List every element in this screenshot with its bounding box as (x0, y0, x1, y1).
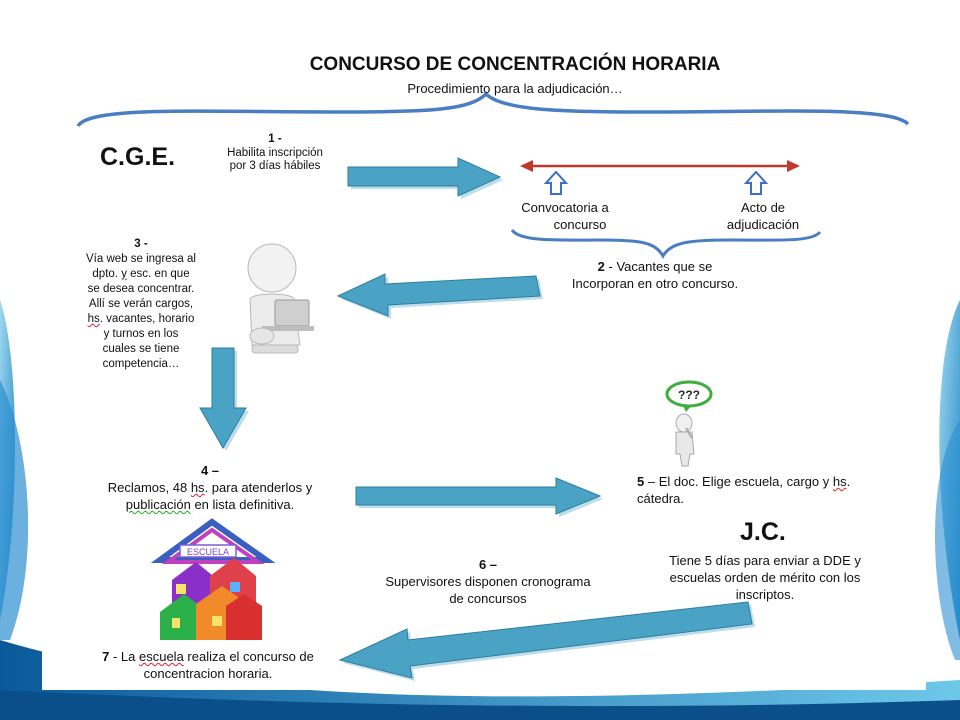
top-brace (76, 91, 910, 128)
jc-text: Tiene 5 días para enviar a DDE y escuela… (669, 553, 861, 602)
step6-text: 6 – Supervisores disponen cronograma de … (350, 556, 626, 607)
step6-number: 6 – (478, 557, 498, 572)
question-marks: ??? (678, 388, 700, 402)
adjudicacion-label: Acto de adjudicación (726, 200, 800, 232)
convocatoria-label: Convocatoria a concurso (521, 200, 609, 232)
arrow-step1-right (347, 157, 503, 199)
step2-text: 2 - Vacantes que se Incorporan en otro c… (571, 259, 739, 291)
step4-number: 4 – (200, 463, 220, 478)
up-arrow-left (543, 170, 569, 195)
step7-number: 7 (102, 649, 110, 664)
timeline-brace (510, 228, 822, 260)
step5-text: 5 – El doc. Elige escuela, cargo y hs. c… (637, 474, 851, 506)
arrow-step3-down (199, 347, 249, 451)
school-house-drawing: ESCUELA (150, 518, 276, 640)
arrow-step7-left (338, 601, 755, 681)
step1-line: por 3 días hábiles (229, 160, 321, 172)
timeline-double-arrow (520, 160, 800, 172)
step1-number: 1 - (268, 133, 282, 145)
step1-text: 1 - Habilita inscripción por 3 días hábi… (210, 133, 340, 174)
house-sign-text: ESCUELA (187, 547, 229, 557)
step7-text: 7 - La escuela realiza el concurso de co… (102, 649, 314, 681)
diagram-title: CONCURSO DE CONCENTRACIÓN HORARIA (309, 54, 721, 75)
diagram-subtitle: Procedimiento para la adjudicación… (407, 81, 623, 96)
jc-label: J.C. (740, 518, 786, 546)
thinking-figure: ??? (665, 380, 713, 467)
arrow-step2-left (336, 273, 543, 319)
step3-text: 3 - Vía web se ingresa al dpto. y esc. e… (72, 237, 210, 372)
step4-text: 4 – Reclamos, 48 hs. para atenderlos y p… (80, 462, 340, 513)
arrow-step4-right (355, 477, 603, 517)
up-arrow-right (743, 170, 769, 195)
cge-label: C.G.E. (100, 143, 176, 171)
step1-line: Habilita inscripción (227, 146, 323, 159)
person-computer-figure (247, 243, 314, 354)
step3-number: 3 - (134, 238, 148, 250)
step2-number: 2 (597, 259, 605, 274)
step5-number: 5 (637, 474, 645, 489)
